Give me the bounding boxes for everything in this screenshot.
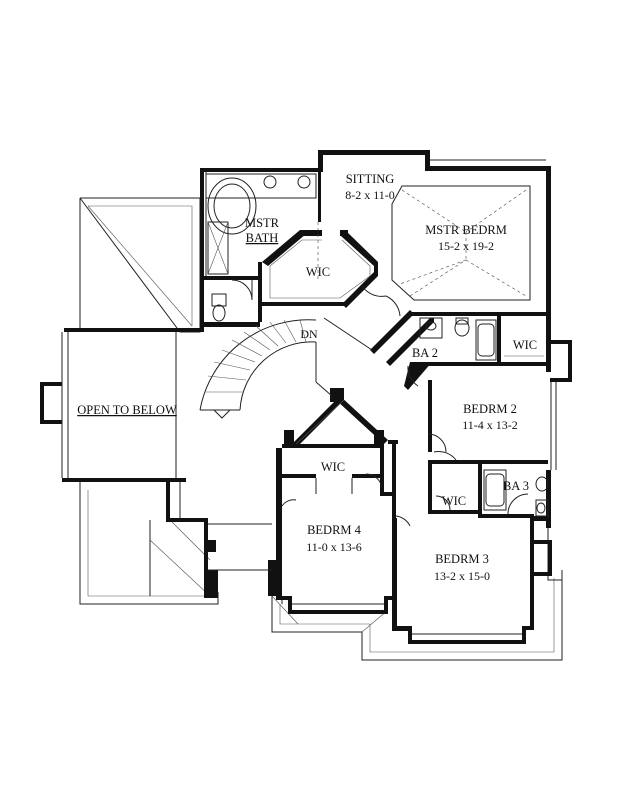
bedroom4-dims: 11-0 x 13-6 [306,540,362,554]
bedroom2-name: BEDRM 2 [463,402,517,416]
open-to-below-label: OPEN TO BELOW [77,403,177,417]
roof-outline-lower-left [79,482,219,605]
bath3-name: BA 3 [503,479,529,493]
bedroom3-name: BEDRM 3 [435,552,489,566]
sitting-name: SITTING [346,172,395,186]
sitting-dims: 8-2 x 11-0 [345,188,395,202]
door-swings [281,285,457,527]
interior-walls [204,172,550,596]
hall-wic-name: WIC [321,460,345,474]
bedroom2-dims: 11-4 x 13-2 [462,418,518,432]
master-bath-name-line2: BATH [246,231,279,245]
roof-outline-left [79,197,201,333]
master-bedroom-dims: 15-2 x 19-2 [438,239,494,253]
roof-outline-bottom [271,570,563,661]
master-wic-name: WIC [306,265,330,279]
stair [199,319,317,419]
bedroom3-dims: 13-2 x 15-0 [434,569,490,583]
stair-label: DN [300,327,318,341]
master-wic-shelving [269,239,371,299]
master-bedroom-tray-ceiling [391,185,531,301]
master-bedroom-name: MSTR BEDRM [425,223,507,237]
bath2-name: BA 2 [412,346,438,360]
bath2-wic-name: WIC [513,338,537,352]
master-bath-name-line1: MSTR [245,216,280,230]
bath2-fixtures [407,317,497,387]
windows [61,159,557,635]
master-bath-fixtures [205,173,317,322]
room-labels: SITTING 8-2 x 11-0 MSTR BEDRM 15-2 x 19-… [77,172,537,583]
bath3-fixtures [483,469,549,517]
bedroom3-wic-name: WIC [442,494,466,508]
bedroom4-name: BEDRM 4 [307,523,362,537]
hall-railing [295,317,373,445]
